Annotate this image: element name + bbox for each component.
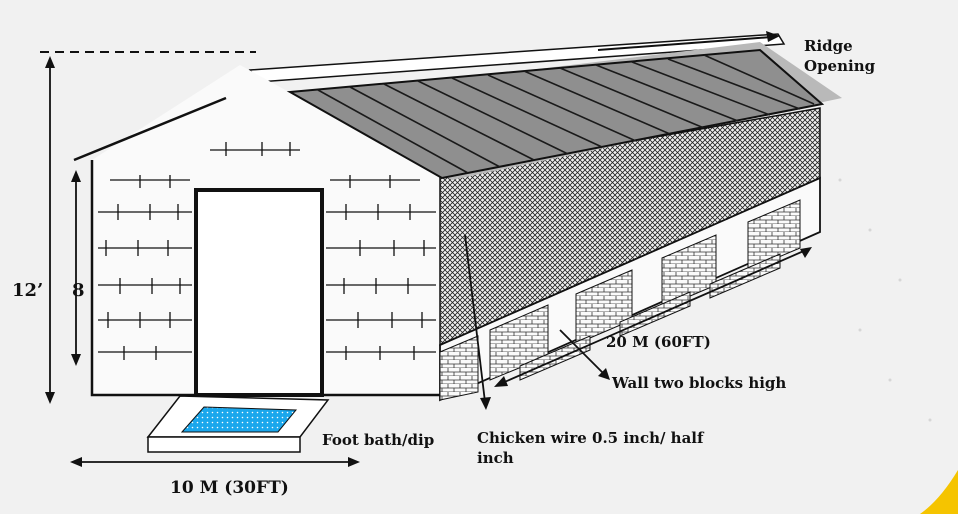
- height-wall-label: 8: [72, 280, 85, 301]
- ridge-label-line1: Ridge: [804, 37, 853, 55]
- wall-pointer-arrow: [559, 329, 610, 380]
- height-12-arrow: [45, 56, 55, 404]
- background-dots: [838, 178, 932, 422]
- foot-bath-water: [180, 406, 298, 433]
- chicken-wire-label-line2: inch: [477, 449, 514, 467]
- door: [194, 188, 324, 397]
- chicken-wire-label: Chicken wire 0.5 inch/ half inch: [477, 428, 703, 468]
- ridge-opening-label: Ridge Opening: [804, 36, 875, 76]
- chicken-wire-arrow: [464, 234, 491, 410]
- gable-brick-marks: [98, 142, 436, 360]
- width-label: 10 M (30FT): [170, 478, 289, 498]
- side-block-cells: [439, 199, 801, 401]
- corner-accent: [920, 470, 958, 514]
- width-10m-arrow: [70, 457, 360, 467]
- roof-ribs: [317, 54, 815, 174]
- length-20m-arrow: [494, 247, 812, 387]
- foot-bath-tray-base: [147, 436, 301, 453]
- chicken-wire-label-line1: Chicken wire 0.5 inch/ half: [477, 429, 704, 447]
- height-total-label: 12’: [12, 280, 44, 301]
- ridge-opening-arrow: [597, 31, 780, 51]
- length-label: 20 M (60FT): [606, 333, 711, 351]
- foot-bath-label: Foot bath/dip: [322, 431, 435, 449]
- ridge-label-line2: Opening: [804, 57, 876, 75]
- roof: [286, 48, 825, 180]
- height-8-arrow: [71, 170, 81, 366]
- wall-note-label: Wall two blocks high: [612, 374, 787, 392]
